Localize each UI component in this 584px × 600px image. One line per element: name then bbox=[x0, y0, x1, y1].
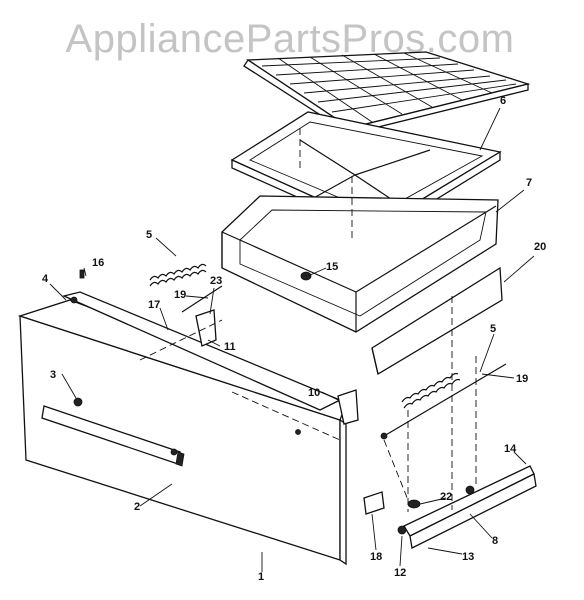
drawer-rod-left bbox=[181, 285, 223, 313]
bracket-18 bbox=[363, 491, 385, 515]
callout-22: 22 bbox=[440, 491, 452, 503]
callout-5-right: 5 bbox=[490, 323, 496, 335]
callout-12: 12 bbox=[394, 567, 406, 579]
bracket-11 bbox=[195, 309, 217, 347]
callout-1: 1 bbox=[258, 571, 264, 583]
assembly-lines bbox=[139, 128, 477, 512]
callout-23: 23 bbox=[210, 275, 222, 287]
screw-12 bbox=[397, 525, 407, 535]
callout-13: 13 bbox=[462, 551, 474, 563]
callout-19-left: 19 bbox=[174, 289, 186, 301]
bracket-10 bbox=[337, 389, 359, 425]
callout-16: 16 bbox=[92, 257, 104, 269]
callout-8: 6 bbox=[500, 95, 506, 107]
callout-14: 14 bbox=[504, 443, 517, 455]
callout-18: 18 bbox=[370, 551, 382, 563]
callout-17: 17 bbox=[148, 299, 160, 311]
side-panel bbox=[371, 266, 503, 376]
callout-15: 15 bbox=[326, 261, 338, 273]
drawer-front bbox=[17, 291, 347, 566]
clip-16 bbox=[79, 269, 85, 279]
spring-left bbox=[149, 263, 207, 287]
callout-19-right: 19 bbox=[516, 373, 528, 385]
callout-4: 4 bbox=[42, 273, 49, 285]
callout-3: 3 bbox=[50, 369, 56, 381]
drawer-liner bbox=[221, 195, 499, 333]
callout-20: 20 bbox=[534, 241, 546, 253]
callout-11: 11 bbox=[224, 341, 236, 353]
callout-labels: 6 7 20 5 16 4 15 23 19 17 11 3 10 5 19 2… bbox=[42, 95, 546, 583]
drawer-rod-right bbox=[380, 363, 507, 440]
broiler-grid bbox=[243, 51, 531, 136]
drawer-slide-rail bbox=[403, 465, 537, 549]
watermark-text: AppliancePartsPros.com bbox=[66, 17, 515, 61]
callout-10: 10 bbox=[308, 387, 320, 399]
roller-22 bbox=[407, 499, 421, 509]
callout-2: 2 bbox=[134, 501, 140, 513]
callout-7: 7 bbox=[526, 177, 532, 189]
spring-right bbox=[401, 372, 461, 409]
callout-6: 8 bbox=[492, 535, 498, 547]
callout-5-top: 5 bbox=[146, 229, 152, 241]
leader-lines bbox=[49, 107, 535, 572]
